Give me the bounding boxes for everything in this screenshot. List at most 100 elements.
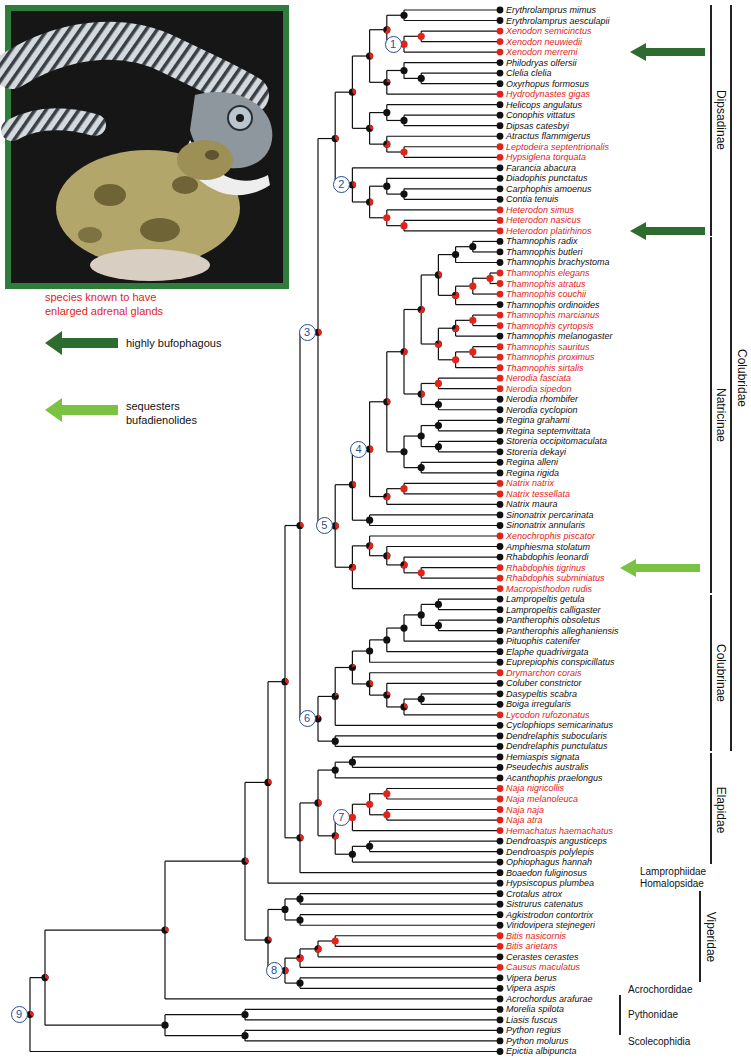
species-name: Thamnophis radix <box>506 235 578 247</box>
callout-number: 1 <box>390 39 396 50</box>
species-name: Coluber constrictor <box>506 677 582 689</box>
legend-entry: sequesters bufadienolides <box>126 399 211 427</box>
species-name: Python regius <box>506 1024 561 1036</box>
species-name: Thamnophis atratus <box>506 278 586 290</box>
species-name: Nerodia rhombifer <box>506 393 578 405</box>
clade-name: Viperidae <box>704 912 718 962</box>
species-name: Thamnophis proximus <box>506 351 595 363</box>
species-name: Acanthophis praelongus <box>506 772 603 784</box>
species-name: Leptodeira septentrionalis <box>506 141 609 153</box>
species-name: Euprepiophis conspicillatus <box>506 656 615 668</box>
clade-name: Colubridae <box>735 349 749 407</box>
callout-circle: 1 <box>385 36 402 53</box>
species-name: Storeria dekayi <box>506 446 566 458</box>
species-name: Natrix tessellata <box>506 488 570 500</box>
species-name: Thamnophis butleri <box>506 246 583 258</box>
species-name: Nerodia fasciata <box>506 372 571 384</box>
state-pies <box>26 7 503 1055</box>
species-name: Sinonatrix annularis <box>506 519 585 531</box>
legend-text: highly bufophagous <box>126 337 221 349</box>
species-name: Thamnophis elegans <box>506 267 590 279</box>
species-name: Rhabdophis subminiatus <box>506 572 605 584</box>
species-name: Storeria occipitomaculata <box>506 435 607 447</box>
species-name: Xenochrophis piscator <box>506 530 595 542</box>
species-name: Conophis vittatus <box>506 109 575 121</box>
species-name: Clelia clelia <box>506 67 552 79</box>
species-name: Carphophis amoenus <box>506 183 592 195</box>
species-name: Cyclophiops semicarinatus <box>506 719 613 731</box>
clade-name: Lamprophiidae <box>640 866 706 877</box>
species-name: Dendrelaphis punctulatus <box>506 740 608 752</box>
species-arrows <box>620 43 705 577</box>
species-name: Macropisthodon rudis <box>506 583 592 595</box>
species-name: Lampropeltis calligaster <box>506 604 601 616</box>
species-name: Rhabdophis leonardi <box>506 551 589 563</box>
clade-name: Pythonidae <box>628 1009 678 1020</box>
species-name: Erythrolamprus aesculapii <box>506 15 610 27</box>
species-name: Epictia albipuncta <box>506 1045 577 1057</box>
species-name: Xenodon merremi <box>506 46 578 58</box>
species-name: Viridovipera stejnegeri <box>506 919 595 931</box>
species-name: Pantherophis obsoletus <box>506 614 600 626</box>
callout-circle: 8 <box>266 962 283 979</box>
species-name: Dasypeltis scabra <box>506 688 577 700</box>
species-name: Drymarchon corais <box>506 667 582 679</box>
species-name: Lampropeltis getula <box>506 593 585 605</box>
clade-name: Scolecophidia <box>628 1036 690 1047</box>
species-name: Diadophis punctatus <box>506 172 588 184</box>
species-name: Thamnophis couchii <box>506 288 586 300</box>
species-name: Nerodia cyclopion <box>506 404 578 416</box>
species-name: Cerastes cerastes <box>506 951 579 963</box>
species-name: Natrix natrix <box>506 477 554 489</box>
species-name: Hypsiglena torquata <box>506 151 586 163</box>
species-name: Xenodon neuwiedii <box>506 36 582 48</box>
species-name: Agkistrodon contortrix <box>506 909 593 921</box>
legend-entry: species known to have enlarged adrenal g… <box>45 290 180 318</box>
species-name: Naja nigricollis <box>506 782 564 794</box>
snake-photo <box>8 8 286 286</box>
species-name: Lycodon rufozonatus <box>506 709 589 721</box>
callout-number: 4 <box>356 444 362 455</box>
species-name: Dipsas catesbyi <box>506 120 569 132</box>
species-name: Python molurus <box>506 1035 569 1047</box>
clade-brackets <box>620 5 731 1035</box>
species-name: Bitis nasicornis <box>506 930 566 942</box>
callout-number: 6 <box>304 713 310 724</box>
clade-name: Acrochordidae <box>628 984 692 995</box>
callout-number: 5 <box>321 520 327 531</box>
species-name: Thamnophis melanogaster <box>506 330 613 342</box>
species-name: Vipera aspis <box>506 982 555 994</box>
species-name: Hemachatus haemachatus <box>506 825 613 837</box>
species-name: Thamnophis marcianus <box>506 309 600 321</box>
species-name: Vipera berus <box>506 972 557 984</box>
callout-circle: 9 <box>11 1006 28 1023</box>
species-name: Atractus flammigerus <box>506 130 591 142</box>
species-name: Liasis fuscus <box>506 1014 558 1026</box>
species-name: Elaphe quadrivirgata <box>506 646 589 658</box>
species-name: Regina septemvittata <box>506 425 591 437</box>
callout-circle: 6 <box>299 710 316 727</box>
species-name: Heterodon platirhinos <box>506 225 592 237</box>
clade-name: Elapidae <box>714 787 728 834</box>
species-name: Rhabdophis tigrinus <box>506 562 586 574</box>
legend-entry: highly bufophagous <box>126 336 221 350</box>
species-name: Erythrolamprus mimus <box>506 4 596 16</box>
species-name: Dendroaspis angusticeps <box>506 835 607 847</box>
clade-name: Natricinae <box>714 388 728 442</box>
species-name: Hemiaspis signata <box>506 751 580 763</box>
species-name: Philodryas olfersii <box>506 57 577 69</box>
species-name: Heterodon simus <box>506 204 574 216</box>
species-name: Sinonatrix percarinata <box>506 509 594 521</box>
species-name: Xenodon semicinctus <box>506 25 592 37</box>
species-name: Bitis arietans <box>506 940 558 952</box>
species-name: Naja melanoleuca <box>506 793 578 805</box>
species-name: Ophiophagus hannah <box>506 856 592 868</box>
species-name: Natrix maura <box>506 498 558 510</box>
species-name: Contia tenuis <box>506 193 559 205</box>
species-name: Pseudechis australis <box>506 761 589 773</box>
species-name: Pituophis catenifer <box>506 635 580 647</box>
clade-name: Homalopsidae <box>640 878 704 889</box>
species-name: Amphiesma stolatum <box>506 541 590 553</box>
species-name: Thamnophis brachystoma <box>506 256 610 268</box>
